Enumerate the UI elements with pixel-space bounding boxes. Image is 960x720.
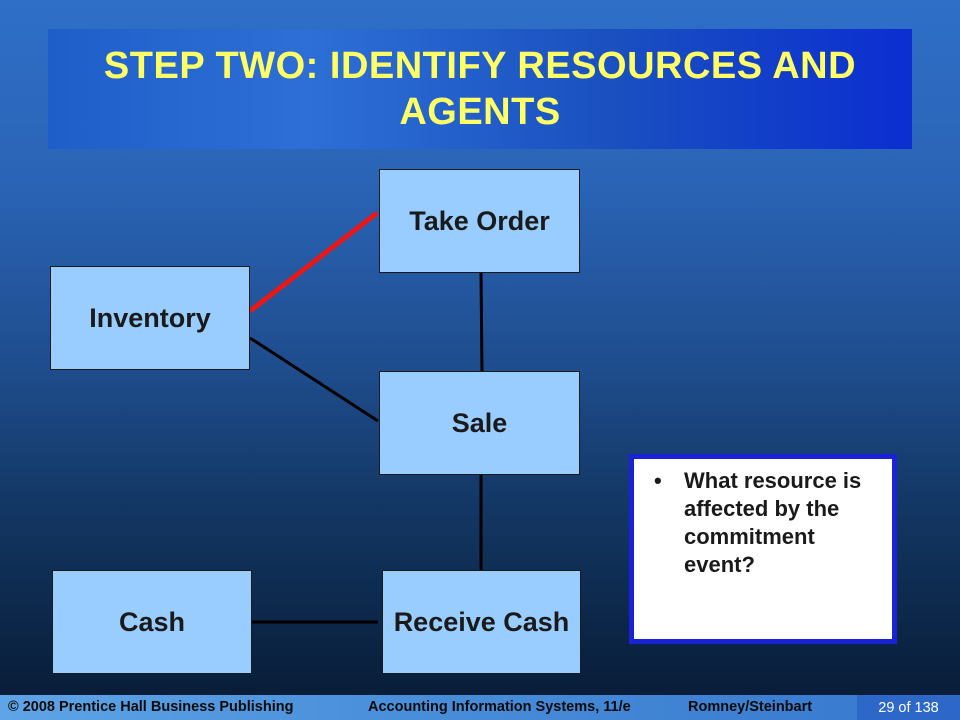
bullet-icon: • (654, 468, 662, 493)
link-inventory-sale (249, 336, 379, 423)
callout-text: What resource is affected by the commitm… (684, 468, 862, 577)
footer-bar: © 2008 Prentice Hall Business Publishing… (0, 695, 960, 720)
link-take-order-sale (479, 272, 484, 372)
footer-authors: Romney/Steinbart (688, 699, 813, 715)
question-callout: • What resource is affected by the commi… (629, 454, 897, 644)
resource-inventory: Inventory (50, 266, 250, 370)
slide-title: STEP TWO: IDENTIFY RESOURCES AND AGENTS (103, 45, 857, 133)
footer-course: Accounting Information Systems, 11/e (368, 699, 631, 715)
resource-cash: Cash (52, 570, 252, 674)
page-counter: 29 of 138 (857, 695, 960, 720)
callout-bullet-item: • What resource is affected by the commi… (654, 467, 884, 579)
link-inventory-take-order-highlight (248, 211, 379, 313)
event-sale: Sale (379, 371, 580, 475)
event-receive-cash: Receive Cash (382, 570, 581, 674)
event-take-order: Take Order (379, 169, 580, 273)
title-bar: STEP TWO: IDENTIFY RESOURCES AND AGENTS (48, 29, 912, 149)
footer-copyright: © 2008 Prentice Hall Business Publishing (8, 699, 294, 715)
